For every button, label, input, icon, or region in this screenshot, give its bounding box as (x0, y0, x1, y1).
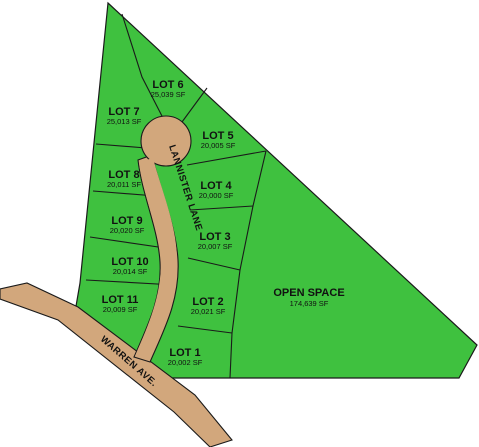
lot-10-area: 20,014 SF (113, 267, 148, 276)
boundary-open-space (229, 150, 267, 379)
lot-7-name: LOT 7 (108, 106, 139, 118)
lot-2-name: LOT 2 (192, 296, 223, 308)
warren-ave-road (0, 282, 233, 447)
lot-10: LOT 10 20,014 SF (111, 256, 148, 276)
lot-8-name: LOT 8 (108, 169, 139, 181)
lot-10-name: LOT 10 (111, 256, 148, 268)
lot-6-name: LOT 6 (152, 79, 183, 91)
open-space: OPEN SPACE 174,639 SF (273, 287, 344, 308)
lot-2-area: 20,021 SF (191, 307, 226, 316)
boundary-lot2-lot1 (177, 325, 233, 334)
lot-11: LOT 11 20,009 SF (102, 294, 139, 314)
lot-9-area: 20,020 SF (110, 226, 145, 235)
lot-11-area: 20,009 SF (103, 305, 138, 314)
lot-1-area: 20,002 SF (168, 358, 203, 367)
lot-3: LOT 3 20,007 SF (198, 231, 233, 251)
open-space-area: 174,639 SF (290, 299, 329, 308)
lot-4: LOT 4 20,000 SF (199, 180, 234, 200)
lot-2: LOT 2 20,021 SF (191, 296, 226, 316)
lot-5: LOT 5 20,005 SF (201, 130, 236, 150)
lot-6-area: 25,039 SF (151, 90, 186, 99)
lot-7: LOT 7 25,013 SF (107, 106, 142, 126)
lot-1-name: LOT 1 (169, 347, 200, 359)
lot-8-area: 20,011 SF (107, 180, 141, 189)
lannister-lane-road (133, 115, 192, 363)
lot-5-area: 20,005 SF (201, 141, 236, 150)
boundary-lot7-lot8 (95, 143, 147, 149)
lot-6: LOT 6 25,039 SF (151, 79, 186, 99)
lot-9-name: LOT 9 (111, 215, 142, 227)
lot-4-area: 20,000 SF (199, 191, 234, 200)
cul-de-sac (140, 115, 192, 167)
boundary-lot6-lot7 (121, 13, 165, 121)
lane-cover (135, 158, 178, 360)
lot-labels: LOT 6 25,039 SF LOT 7 25,013 SF LOT 5 20… (102, 79, 345, 367)
lot-3-name: LOT 3 (199, 231, 230, 243)
open-space-name: OPEN SPACE (273, 287, 344, 299)
lot-11-name: LOT 11 (102, 294, 139, 306)
lot-4-name: LOT 4 (200, 180, 232, 192)
boundary-lot5-lot4 (186, 150, 267, 166)
lot-1: LOT 1 20,002 SF (168, 347, 203, 367)
lot-7-area: 25,013 SF (107, 117, 142, 126)
lot-8: LOT 8 20,011 SF (107, 169, 141, 189)
boundary-lot6-lot5 (181, 87, 208, 123)
lot-9: LOT 9 20,020 SF (110, 215, 145, 235)
boundary-lot4-lot3 (189, 205, 254, 211)
boundary-lot3-lot2 (187, 257, 241, 271)
lot-3-area: 20,007 SF (198, 242, 233, 251)
lot-5-name: LOT 5 (202, 130, 233, 142)
